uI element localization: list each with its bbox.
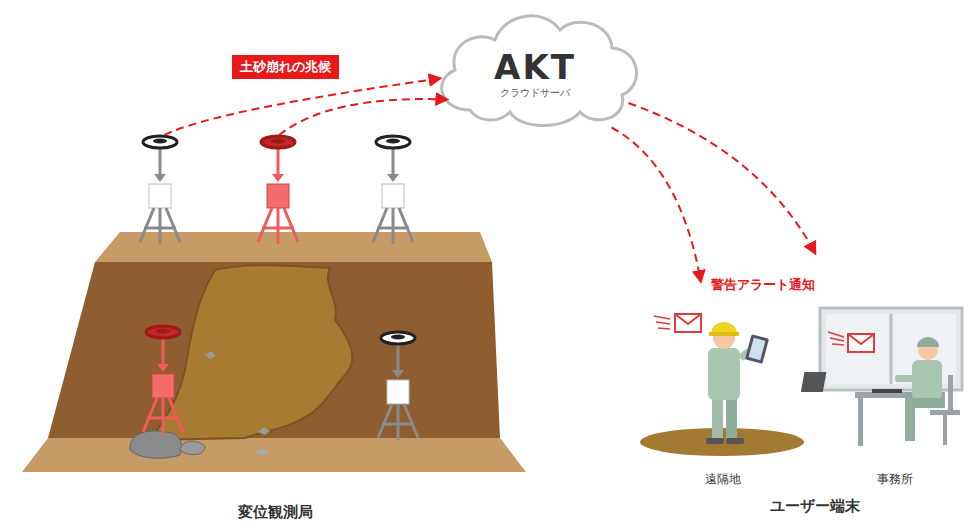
antenna-center [271,139,285,144]
observation-station [373,136,413,244]
sensor-box [149,184,171,208]
group-label: ユーザー端末 [770,497,860,516]
office-site: 事務所 [815,300,975,488]
sensor-box [267,184,289,208]
signal-arrow [279,99,447,135]
station-group-label: 変位観測局 [238,503,313,522]
arrow-tip [387,174,399,182]
rock [258,427,270,435]
observation-station [258,136,298,244]
antenna-center [386,139,400,144]
gnss-antenna [381,332,415,344]
rock [180,441,205,455]
cloud-server: AKT クラウドサーバ [450,40,620,110]
signal-arrow [629,103,816,253]
gnss-antenna [261,136,295,148]
logo-text: AKT [494,50,576,84]
alert-label: 警告アラート通知 [711,276,815,294]
arrow-tip [272,174,284,182]
tripod [143,398,183,434]
worker-figure [706,322,769,444]
tripod [258,208,298,244]
observation-station [378,332,418,440]
edge-label: 土砂崩れの兆候 [232,55,339,79]
rock [130,431,182,458]
mast [397,344,400,374]
server-label: クラウドサーバ [500,86,570,100]
gnss-antenna [143,136,177,148]
rock [255,449,269,455]
observation-station [143,326,183,434]
sensor-box [152,374,174,398]
signal-arrow [164,79,439,136]
mast [159,148,162,178]
landslide [150,265,352,440]
mail-envelope [828,332,874,352]
mast [162,338,165,368]
tripod [140,208,180,244]
arrow-tip [154,174,166,182]
sensor-box [387,380,409,404]
slope-base [22,438,526,472]
gnss-antenna [376,136,410,148]
antenna-center [391,335,405,340]
slope-top [95,232,492,262]
sensor-box [382,184,404,208]
antenna-center [153,139,167,144]
office-scene [801,308,962,446]
mail-envelope [654,314,701,332]
cloud-shape [442,16,637,126]
tripod [373,208,413,244]
observation-station [140,136,180,244]
remote-site: 遠隔地 [650,300,795,488]
antenna-center [156,329,170,334]
rock [205,351,216,359]
mast [277,148,280,178]
tripod [378,404,418,440]
signal-arrow [612,128,701,282]
gnss-antenna [146,326,180,338]
mast [392,148,395,178]
site-label: 遠隔地 [705,471,741,488]
site-label: 事務所 [877,471,913,488]
slope-area: 変位観測局 [20,228,530,528]
arrow-tip [392,370,404,378]
arrow-tip [157,364,169,372]
